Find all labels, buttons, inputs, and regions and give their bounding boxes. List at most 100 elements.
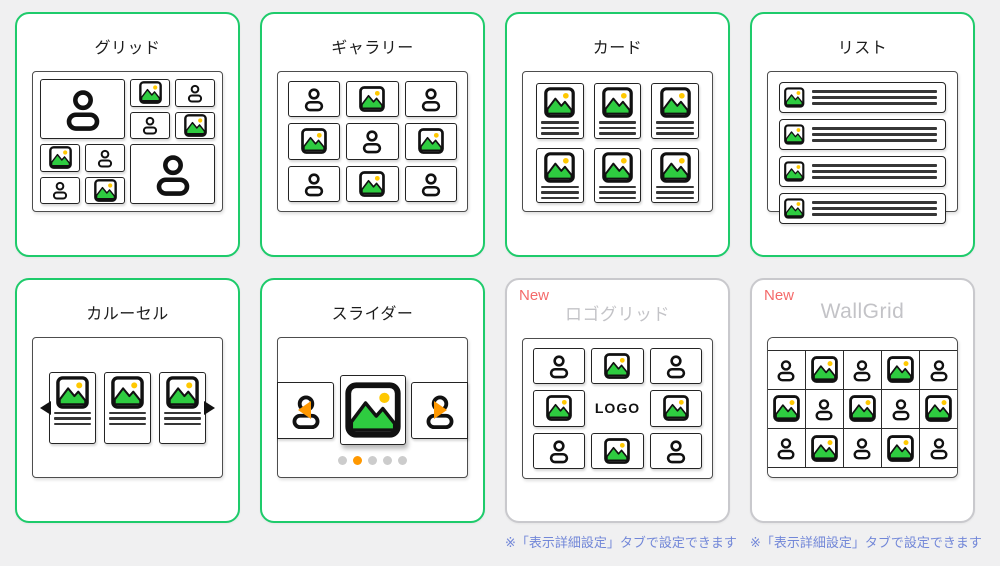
preview-tile (40, 79, 125, 139)
logogrid-layout-preview: LOGO (522, 338, 713, 479)
preview-tile (920, 351, 957, 389)
layout-cell-wallgrid: New WallGrid ※「表示詳細設定」タブで設定できます (750, 278, 982, 551)
gallery-layout-preview (277, 71, 468, 212)
text-lines-placeholder (164, 411, 201, 425)
image-icon (111, 375, 144, 409)
layout-option-card[interactable]: カード (505, 12, 730, 257)
image-icon (784, 87, 805, 108)
image-icon (138, 81, 162, 105)
pagination-dot (338, 456, 347, 465)
image-icon (602, 87, 633, 118)
layout-option-logogrid[interactable]: New ロゴグリッド LOGO (505, 278, 730, 523)
image-icon (602, 151, 633, 183)
person-icon (930, 438, 948, 460)
preview-tile (651, 83, 699, 139)
preview-tile (768, 429, 805, 467)
layout-cell-card: カード (505, 12, 730, 257)
image-icon (659, 151, 691, 183)
preview-tile (844, 390, 881, 428)
layout-title: WallGrid (820, 300, 905, 323)
card-layout-preview (522, 71, 713, 212)
person-icon (97, 149, 113, 168)
image-icon (849, 395, 876, 423)
wallgrid-layout-preview (767, 337, 958, 478)
list-row-placeholder (779, 82, 946, 113)
person-icon (363, 130, 382, 154)
layout-option-grid[interactable]: グリッド (15, 12, 240, 257)
carousel-items (49, 371, 206, 444)
preview-tile (85, 144, 125, 172)
preview-tile (130, 111, 170, 139)
layout-cell-list: リスト (750, 12, 975, 257)
preview-tile (404, 165, 457, 202)
person-icon (815, 399, 833, 421)
layout-cell-gallery: ギャラリー (260, 12, 485, 257)
layout-cell-logogrid: New ロゴグリッド LOGO ※「表示詳細設定」タブで設定できます (505, 278, 737, 551)
text-lines-placeholder (109, 411, 146, 425)
new-badge: New (519, 287, 550, 304)
layout-option-wallgrid[interactable]: New WallGrid (750, 278, 975, 523)
layout-option-gallery[interactable]: ギャラリー (260, 12, 485, 257)
preview-tile (175, 79, 215, 107)
layout-option-slider[interactable]: スライダー (260, 278, 485, 523)
image-icon (659, 87, 691, 118)
layout-title: ギャラリー (331, 40, 414, 57)
preview-tile (175, 111, 215, 139)
text-lines-placeholder (598, 121, 637, 135)
preview-tile (649, 432, 702, 469)
preview-tile (85, 176, 125, 204)
image-icon (811, 356, 838, 384)
preview-tile (536, 147, 584, 203)
image-icon (546, 395, 572, 422)
person-icon (156, 155, 189, 196)
text-lines-placeholder (656, 121, 694, 135)
preview-tile (649, 390, 702, 427)
image-icon (56, 375, 89, 409)
layout-option-carousel[interactable]: カルーセル (15, 278, 240, 523)
preview-tile (591, 348, 644, 385)
preview-tile (404, 81, 457, 118)
preview-tile: LOGO (591, 390, 644, 427)
preview-tile (844, 351, 881, 389)
preview-tile (591, 432, 644, 469)
layout-cell-grid: グリッド (15, 12, 240, 257)
list-row-placeholder (779, 119, 946, 150)
preview-tile (882, 429, 919, 467)
image-icon (93, 178, 117, 202)
wall-strip (768, 338, 957, 350)
wall-grid (768, 350, 957, 467)
text-lines-placeholder (54, 411, 91, 425)
text-lines-placeholder (811, 164, 937, 179)
person-icon (66, 90, 99, 131)
image-icon (344, 382, 401, 438)
list-row-placeholder (779, 193, 946, 224)
preview-tile (346, 123, 399, 160)
text-lines-placeholder (541, 121, 579, 135)
image-icon (301, 128, 327, 155)
person-icon (892, 399, 910, 421)
preview-tile (130, 79, 170, 107)
layout-cell-carousel: カルーセル (15, 278, 240, 551)
preview-tile (533, 390, 586, 427)
image-icon (604, 353, 631, 379)
preview-tile (339, 375, 406, 445)
preview-tile (40, 176, 80, 204)
person-icon (304, 173, 324, 197)
layout-options-grid: グリッド ギャラリー カード リスト カルーセル スライダー (15, 12, 982, 551)
text-lines-placeholder (541, 185, 579, 199)
image-icon (417, 128, 444, 155)
wall-strip (768, 467, 957, 477)
pagination-dot (368, 456, 377, 465)
pagination-dot (353, 456, 362, 465)
image-icon (604, 437, 631, 464)
preview-tile (649, 348, 702, 385)
image-icon (544, 87, 576, 118)
preview-tile (159, 371, 206, 444)
layout-title: カルーセル (86, 306, 169, 323)
person-icon (777, 438, 795, 460)
layout-option-list[interactable]: リスト (750, 12, 975, 257)
preview-tile (288, 123, 341, 160)
preview-tile (768, 390, 805, 428)
layout-title: リスト (837, 40, 888, 57)
person-icon (52, 182, 68, 200)
